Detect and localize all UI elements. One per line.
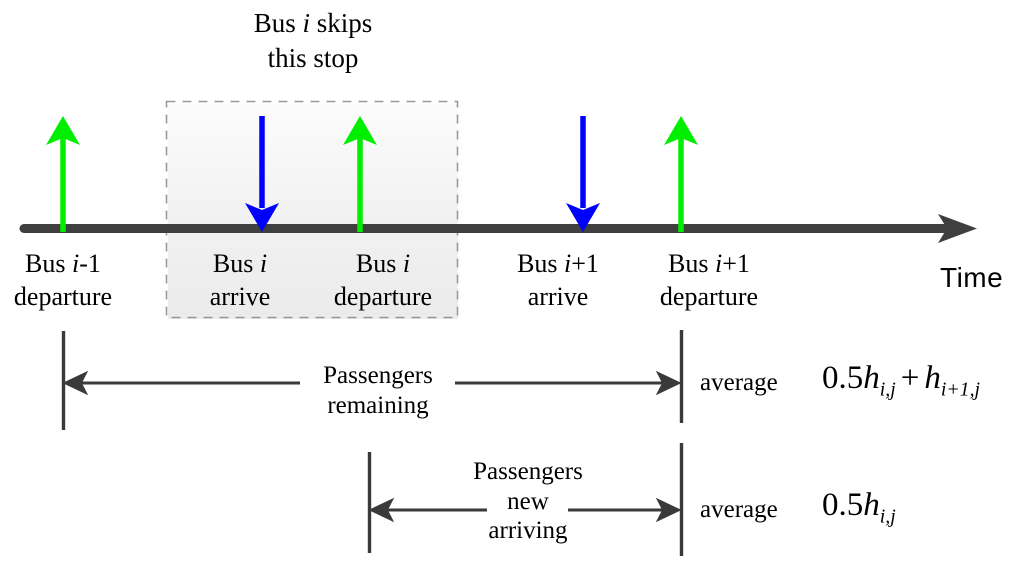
measure-label-line-1: Passengers <box>473 458 583 485</box>
measure-label-line-3: arriving <box>488 517 568 544</box>
event-label-line-1: Bus i <box>212 249 268 278</box>
measure-formula-passengers-remaining: 0.5hi,j+hi+1,j <box>822 360 981 401</box>
measure-label-passengers-new-arriving: Passengers new arriving <box>473 457 583 546</box>
event-label-bus-i-departure: Bus i departure <box>334 248 432 313</box>
event-label-line-1: Bus i <box>355 249 411 278</box>
event-label-bus-i-plus-1-departure: Bus i+1 departure <box>660 248 758 313</box>
measure-label-line-2: remaining <box>327 391 429 419</box>
event-label-line-2: departure <box>659 281 759 311</box>
measure-average-word-passengers-remaining: average <box>700 369 778 396</box>
event-label-line-2: departure <box>333 281 433 311</box>
measure-label-passengers-remaining: Passengers remaining <box>323 361 433 420</box>
event-label-bus-i-arrive: Bus i arrive <box>210 248 271 313</box>
measure-label-line-1: Passengers <box>323 362 433 389</box>
event-label-line-1: Bus i+1 <box>517 249 599 278</box>
measure-passengers-new-arriving-guides <box>367 443 684 556</box>
measure-average-word-passengers-new-arriving: average <box>700 496 778 523</box>
event-label-line-2: arrive <box>209 281 271 311</box>
figure-title-line-2: this stop <box>254 41 373 76</box>
time-axis <box>19 214 977 243</box>
event-arrow-bus-i-plus-1-arrive <box>566 116 600 232</box>
bus-i-skip-highlight-box <box>165 100 459 319</box>
title-text-1: Bus i skips <box>253 8 373 38</box>
measure-formula-passengers-new-arriving: 0.5hi,j <box>822 487 896 528</box>
figure-title-line-1: Bus i skips <box>254 6 373 41</box>
event-label-bus-i-minus-1-departure: Bus i-1 departure <box>14 248 112 313</box>
time-axis-label: Time <box>940 262 1004 293</box>
measure-passengers-remaining-guides <box>61 330 684 430</box>
title-text-2: this stop <box>267 42 359 73</box>
measure-label-line-2: new <box>507 487 549 515</box>
event-label-line-2: departure <box>13 281 113 311</box>
event-arrow-bus-i-minus-1-departure <box>46 116 80 232</box>
figure-title: Bus i skips this stop <box>254 6 373 75</box>
event-arrow-bus-i-plus-1-departure <box>664 116 698 232</box>
event-label-bus-i-plus-1-arrive: Bus i+1 arrive <box>517 248 599 313</box>
event-label-line-1: Bus i-1 <box>25 249 101 278</box>
event-label-line-2: arrive <box>527 281 589 311</box>
event-label-line-1: Bus i+1 <box>668 249 750 278</box>
event-arrow-bus-i-departure <box>343 116 377 232</box>
event-arrow-bus-i-arrive <box>245 116 279 232</box>
